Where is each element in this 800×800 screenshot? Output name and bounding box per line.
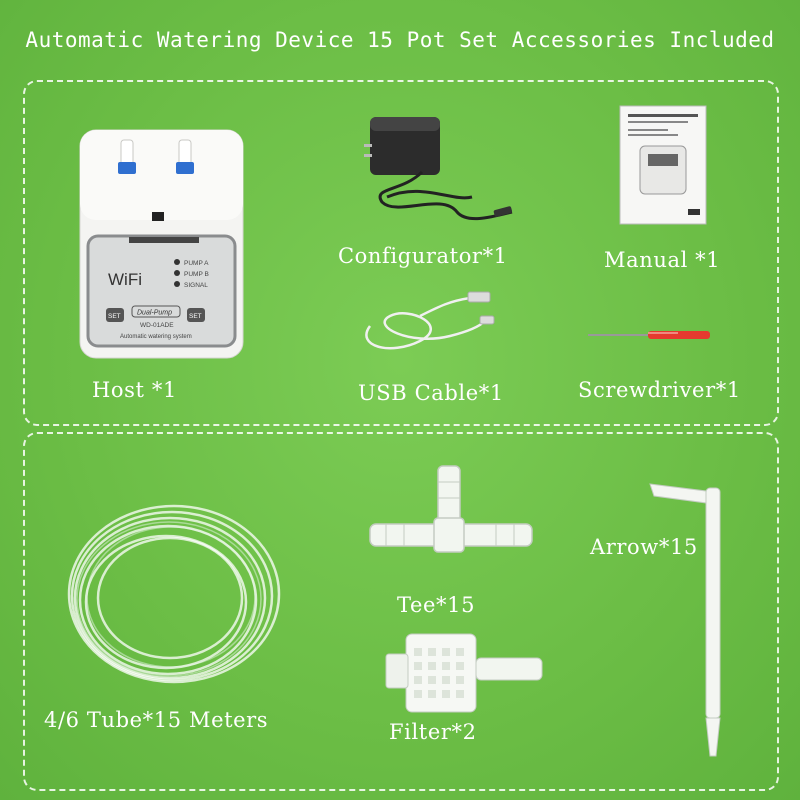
tube-coil-image xyxy=(67,504,281,684)
pump-b-led xyxy=(174,270,180,276)
model-label: WD-01ADE xyxy=(140,322,174,329)
tube-label: 4/6 Tube*15 Meters xyxy=(44,708,269,732)
tee-label: Tee*15 xyxy=(397,593,476,617)
host-wifi-text: WiFi xyxy=(108,270,142,289)
host-subtitle: Automatic watering system xyxy=(120,334,192,340)
arrow-dripper-image xyxy=(649,483,721,757)
dual-pump-label: Dual-Pump xyxy=(137,310,172,317)
power-adapter-image xyxy=(364,117,513,221)
top-section-frame xyxy=(23,80,779,426)
page-title: Automatic Watering Device 15 Pot Set Acc… xyxy=(25,28,775,52)
manual-image xyxy=(619,105,707,225)
usb-cable-image xyxy=(365,291,495,350)
set-button-left xyxy=(106,308,124,322)
pump-a-led xyxy=(174,259,180,265)
arrow-label: Arrow*15 xyxy=(590,535,698,559)
usb-cable-label: USB Cable*1 xyxy=(358,381,504,405)
signal-led xyxy=(174,281,180,287)
pump-b-label: PUMP B xyxy=(184,271,209,278)
pump-a-label: PUMP A xyxy=(184,260,209,267)
screwdriver-label: Screwdriver*1 xyxy=(578,378,741,402)
host-device-image: WiFi PUMP A PUMP B SIGNAL SET SET Dual-P… xyxy=(79,129,244,359)
screwdriver-image xyxy=(588,331,710,339)
set-button-right xyxy=(187,308,205,322)
set-label-right: SET xyxy=(189,313,202,320)
manual-label: Manual *1 xyxy=(604,248,721,272)
signal-label: SIGNAL xyxy=(184,282,208,289)
filter-image xyxy=(385,633,543,713)
tee-connector-image xyxy=(369,465,533,553)
set-label-left: SET xyxy=(108,313,121,320)
bottom-section-frame xyxy=(23,432,779,791)
configurator-label: Configurator*1 xyxy=(338,244,508,268)
host-label: Host *1 xyxy=(92,378,177,402)
filter-label: Filter*2 xyxy=(389,720,477,744)
